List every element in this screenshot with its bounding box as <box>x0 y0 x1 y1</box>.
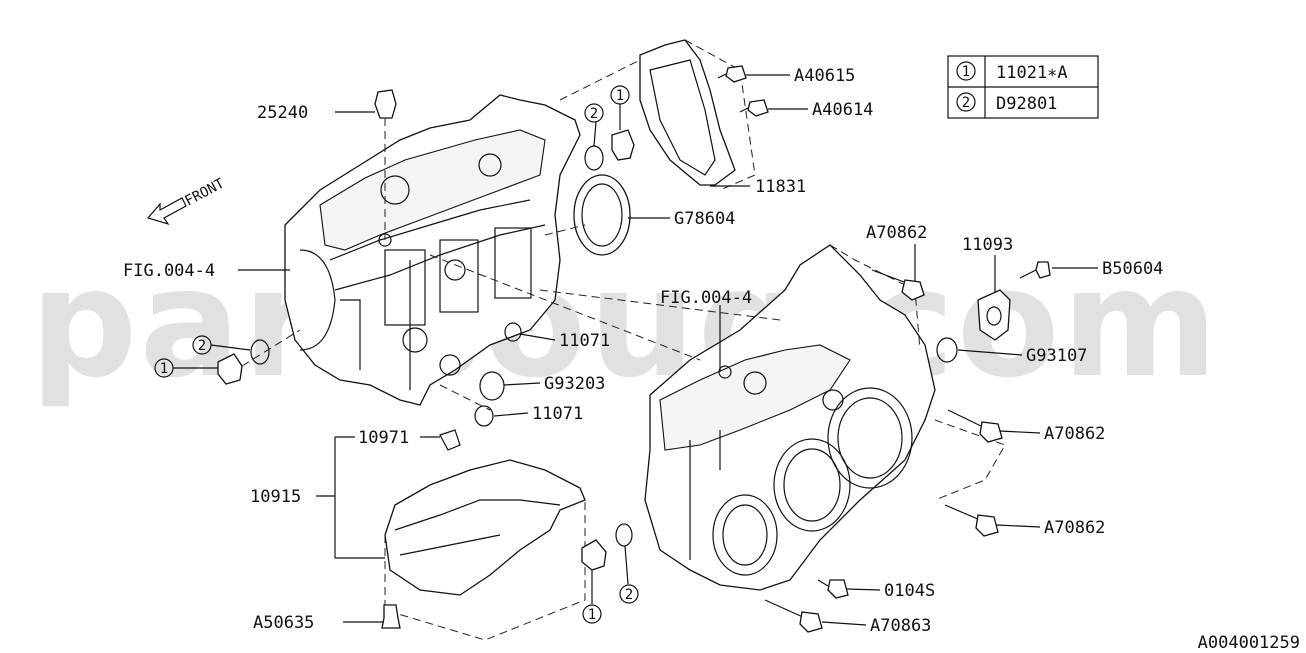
bolt-a50635 <box>381 604 401 629</box>
bottom-plug-group <box>581 523 633 571</box>
callout-g78604[interactable]: G78604 <box>674 209 735 229</box>
sensor-25240 <box>374 89 397 240</box>
svg-text:2: 2 <box>198 338 206 354</box>
callout-11071-b[interactable]: 11071 <box>532 404 583 424</box>
o-ring-g93203 <box>479 371 505 401</box>
svg-text:2: 2 <box>590 106 598 122</box>
callout-11093[interactable]: 11093 <box>962 235 1013 255</box>
front-label: FRONT <box>182 175 227 209</box>
callout-g93203[interactable]: G93203 <box>544 374 605 394</box>
bolt-a40614 <box>739 99 769 117</box>
bolt-0104s <box>817 579 849 599</box>
legend-marker-1 <box>956 61 976 81</box>
callout-a70862-top[interactable]: A70862 <box>866 223 927 243</box>
assembly-line-center <box>429 254 701 361</box>
legend-key-1: 1 <box>962 64 970 80</box>
bolt-a70862-low <box>944 504 999 537</box>
callout-fig004-left[interactable]: FIG.004-4 <box>123 261 215 281</box>
cover-11093 <box>936 289 1011 363</box>
left-plug-group <box>217 329 301 385</box>
callout-0104s[interactable]: 0104S <box>884 581 935 601</box>
legend-key-2: 2 <box>962 95 970 111</box>
callout-11831[interactable]: 11831 <box>755 177 806 197</box>
callout-10915[interactable]: 10915 <box>250 487 301 507</box>
front-direction-arrow: FRONT <box>146 175 228 226</box>
callout-25240[interactable]: 25240 <box>257 103 308 123</box>
assembly-line-oring <box>439 384 491 411</box>
callout-b50604[interactable]: B50604 <box>1102 259 1163 279</box>
assembly-line-center-2 <box>539 289 781 321</box>
bolt-a70862-top <box>871 269 925 301</box>
callout-a70862-mid[interactable]: A70862 <box>1044 424 1105 444</box>
bolt-a70863 <box>764 599 823 633</box>
svg-text:1: 1 <box>588 607 596 623</box>
svg-text:1: 1 <box>616 88 624 104</box>
marker-2-top: 2 <box>584 103 604 123</box>
o-ring-11071-a <box>504 322 522 342</box>
svg-text:1: 1 <box>160 361 168 377</box>
bolt-b50604 <box>1019 261 1051 279</box>
callout-a50635[interactable]: A50635 <box>253 613 314 633</box>
oil-pan-baffle <box>384 429 586 641</box>
legend-value-2: D92801 <box>996 94 1057 114</box>
leader-lines <box>173 74 1098 626</box>
legend-marker-2 <box>956 92 976 112</box>
callout-10971[interactable]: 10971 <box>358 428 409 448</box>
marker-2-left: 2 <box>192 335 212 355</box>
right-cylinder-block <box>644 244 1006 591</box>
front-cover-plate <box>639 39 756 191</box>
bolt-a40615 <box>717 65 747 83</box>
marker-1-top: 1 <box>610 85 630 105</box>
svg-text:2: 2 <box>625 587 633 603</box>
marker-1-left: 1 <box>154 358 174 378</box>
callout-a40614[interactable]: A40614 <box>812 100 873 120</box>
callout-11071-a[interactable]: 11071 <box>559 331 610 351</box>
legend-value-1: 11021∗A <box>996 63 1068 83</box>
marker-1-bottom: 1 <box>582 604 602 624</box>
callout-a70863[interactable]: A70863 <box>870 616 931 636</box>
top-plug-group <box>584 129 635 171</box>
callout-a40615[interactable]: A40615 <box>794 66 855 86</box>
o-ring-11071-b <box>474 405 494 427</box>
diagram-id: A004001259 <box>1198 633 1300 653</box>
assembly-line-top <box>559 59 641 101</box>
callout-fig004-right[interactable]: FIG.004-4 <box>660 288 752 308</box>
bolt-a70862-mid <box>947 409 1003 443</box>
legend-table: 1 11021∗A 2 D92801 <box>947 55 1099 119</box>
oil-seal-ring <box>573 174 631 256</box>
marker-2-bottom: 2 <box>619 584 639 604</box>
callout-g93107[interactable]: G93107 <box>1026 346 1087 366</box>
assembly-line-seal <box>544 224 586 236</box>
callout-a70862-low[interactable]: A70862 <box>1044 518 1105 538</box>
